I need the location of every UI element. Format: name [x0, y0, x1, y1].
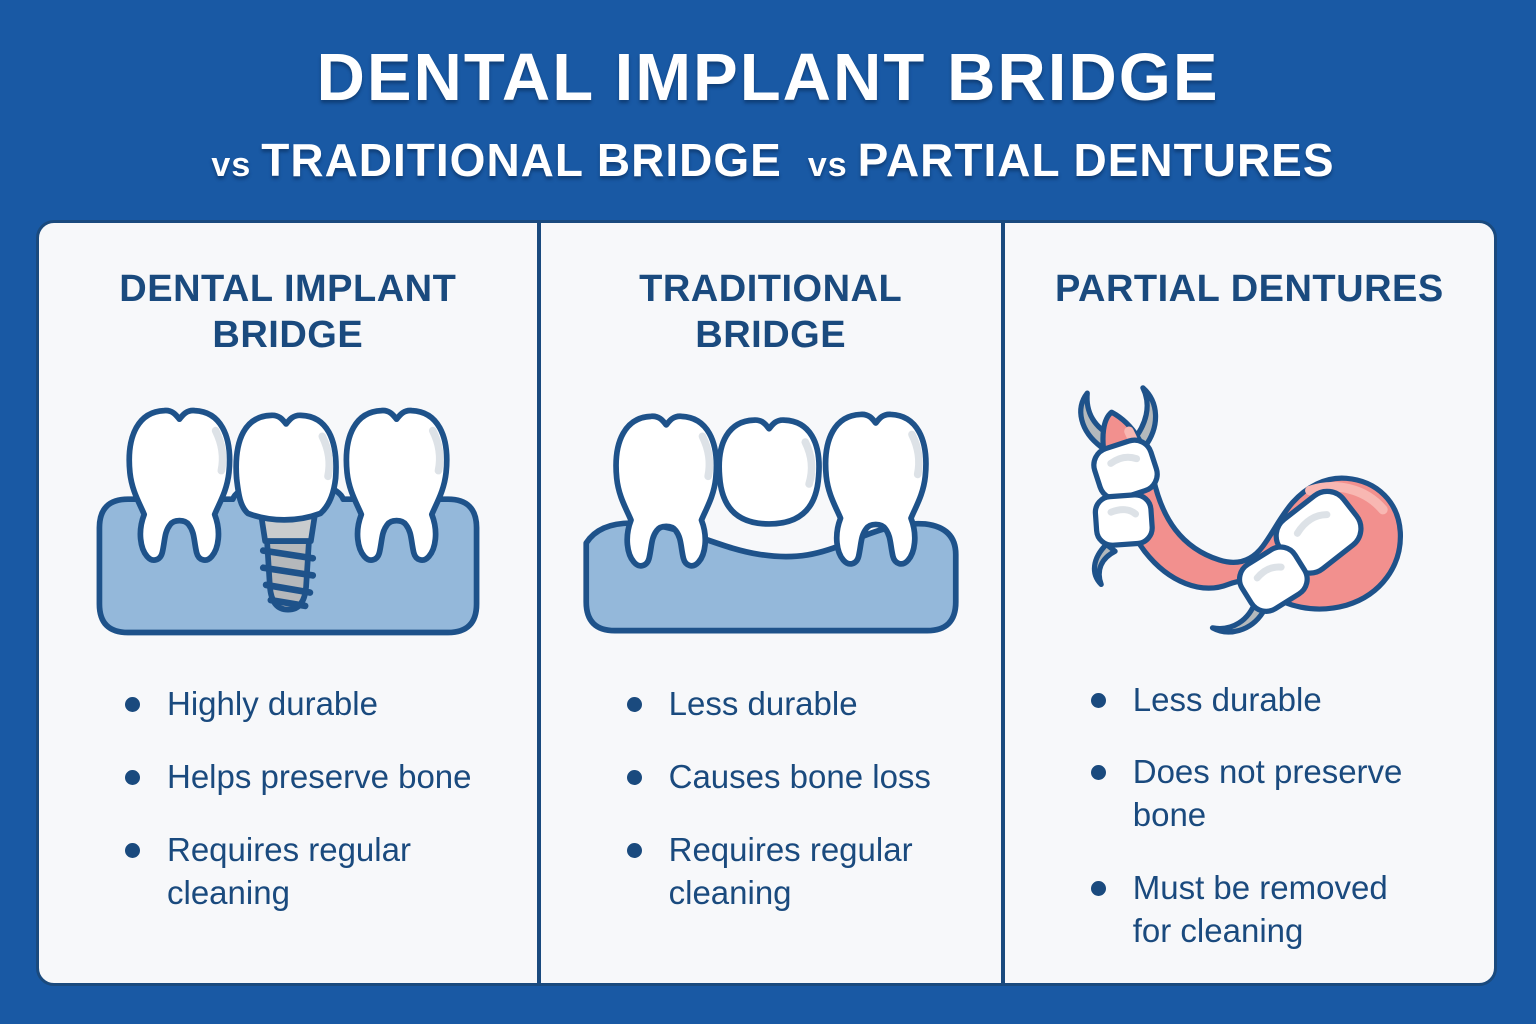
- bullet-dot: [125, 697, 140, 712]
- bullet-list: Less durable Causes bone loss Requires r…: [541, 683, 1001, 945]
- bullet-dot: [125, 842, 140, 858]
- partial-dentures-illustration: [1005, 366, 1494, 655]
- bullet-item: Does not preserve bone: [1090, 751, 1482, 837]
- bullet-list: Less durable Does not preserve bone Must…: [1005, 679, 1494, 983]
- title-line-1: DENTAL IMPLANT BRIDGE: [316, 40, 1220, 115]
- bullet-list: Highly durable Helps preserve bone Requi…: [39, 683, 537, 945]
- bullet-dot: [626, 769, 642, 785]
- bullet-item: Less durable: [1090, 679, 1482, 722]
- bullet-item: Requires regular cleaning: [626, 829, 989, 915]
- bullet-dot: [1090, 765, 1106, 781]
- vs-label: vs: [807, 146, 848, 184]
- bullet-item: Requires regular cleaning: [125, 829, 525, 915]
- bullet-dot: [626, 697, 642, 712]
- partial-denture-drawing: [1078, 384, 1404, 635]
- column-traditional-bridge: TRADITIONAL BRIDGE Less durable Causes b…: [536, 223, 1001, 983]
- bullet-item: Helps preserve bone: [125, 756, 525, 799]
- title-partial-dentures: PARTIAL DENTURES: [857, 134, 1335, 186]
- column-partial-dentures: PARTIAL DENTURES: [1000, 223, 1494, 983]
- implant-bridge-drawing: [96, 383, 480, 636]
- bullet-item: Causes bone loss: [626, 756, 989, 799]
- vs-label: vs: [211, 146, 252, 184]
- bullet-dot: [125, 769, 140, 785]
- title-traditional-bridge: TRADITIONAL BRIDGE: [261, 134, 782, 186]
- dental-implant-bridge-illustration: [39, 367, 537, 659]
- bullet-dot: [1090, 692, 1106, 708]
- traditional-bridge-drawing: [583, 383, 959, 634]
- bullet-dot: [1090, 881, 1106, 897]
- column-heading: TRADITIONAL BRIDGE: [639, 268, 903, 356]
- bullet-item: Less durable: [626, 683, 989, 726]
- bullet-dot: [626, 842, 642, 858]
- bullet-item: Highly durable: [125, 683, 525, 726]
- column-heading: PARTIAL DENTURES: [1055, 268, 1444, 310]
- column-dental-implant-bridge: DENTAL IMPLANT BRIDGE Highly durable: [39, 223, 537, 983]
- comparison-card: DENTAL IMPLANT BRIDGE Highly durable: [36, 220, 1497, 986]
- column-heading: DENTAL IMPLANT BRIDGE: [119, 268, 457, 356]
- traditional-bridge-illustration: [541, 367, 1001, 659]
- bullet-item: Must be removed for cleaning: [1090, 867, 1482, 953]
